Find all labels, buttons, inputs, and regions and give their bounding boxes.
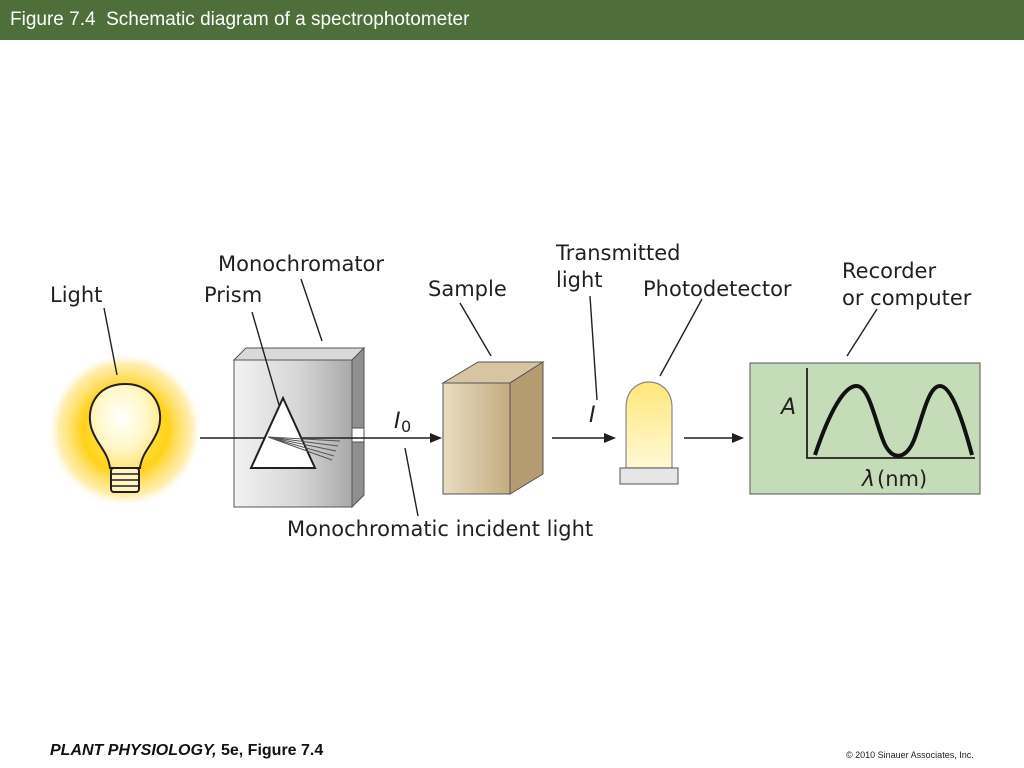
incident-light-label: Monochromatic incident light — [287, 517, 593, 541]
sample-cuvette — [441, 361, 545, 495]
title-bar: Figure 7.4 Schematic diagram of a spectr… — [0, 0, 1024, 40]
graph-x-lambda: λ — [861, 467, 875, 492]
book-title: PLANT PHYSIOLOGY, — [50, 742, 217, 759]
recorder-label-line2: or computer — [842, 286, 972, 310]
graph-y-axis-label: A — [779, 395, 796, 420]
recorder-label-line1: Recorder — [842, 259, 936, 283]
figure-number: 5e, Figure 7.4 — [216, 742, 324, 759]
monochromator-box — [232, 346, 366, 509]
graph-x-unit: (nm) — [877, 467, 927, 491]
light-bulb-icon — [47, 352, 203, 508]
recorder-panel — [749, 362, 981, 495]
photodetector-label: Photodetector — [643, 277, 792, 301]
photodetector-icon — [619, 381, 679, 485]
prism-label: Prism — [204, 283, 262, 307]
light-label: Light — [50, 283, 102, 307]
i0-symbol: I — [394, 409, 401, 434]
figure-citation: PLANT PHYSIOLOGY, 5e, Figure 7.4 — [50, 742, 323, 760]
monochromator-label: Monochromator — [218, 252, 384, 276]
transmitted-label-line2: light — [556, 268, 603, 292]
page-title: Figure 7.4 Schematic diagram of a spectr… — [10, 9, 470, 30]
leader-lines — [103, 278, 878, 517]
copyright-notice: © 2010 Sinauer Associates, Inc. — [846, 750, 974, 760]
i0-subscript: 0 — [401, 417, 411, 436]
sample-label: Sample — [428, 277, 507, 301]
prism-icon — [249, 395, 341, 469]
transmitted-label-line1: Transmitted — [555, 241, 681, 265]
i-symbol: I — [589, 403, 596, 428]
